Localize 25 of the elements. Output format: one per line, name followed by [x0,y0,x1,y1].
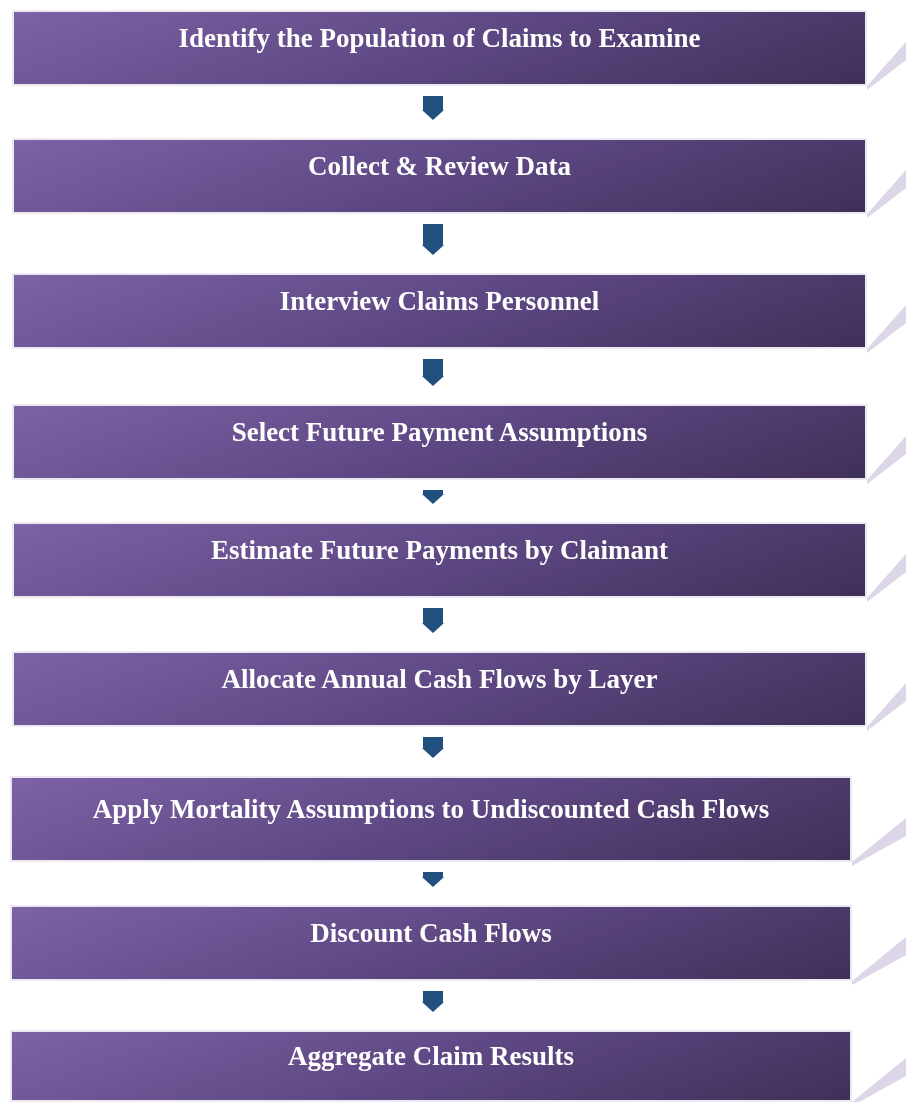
block-arrow [422,737,444,759]
block-arrow [422,359,444,387]
process-box [10,1030,852,1102]
step-text: Select Future Payment Assumptions [231,417,648,449]
step-text: Discount Cash Flows [310,918,552,950]
process-box [10,776,852,862]
process-box [12,273,867,349]
block-arrow [422,96,444,121]
process-box [12,138,867,214]
step-text: Identify the Population of Claims to Examine [178,23,701,55]
process-box [12,522,867,598]
process-box [10,905,852,981]
block-arrow [422,490,444,505]
block-arrow [422,608,444,634]
process-box [12,651,867,727]
block-arrow [422,224,444,256]
step-text: Collect & Review Data [307,151,572,183]
step-text: Interview Claims Personnel [279,286,600,318]
process-box [12,10,867,86]
step-text: Allocate Annual Cash Flows by Layer [221,664,658,696]
step-text: Estimate Future Payments by Claimant [211,535,668,567]
step-text: Apply Mortality Assumptions to Undiscounted Cash Flows [92,794,770,826]
step-text: Aggregate Claim Results [288,1041,574,1073]
block-arrow [422,991,444,1013]
process-box [12,404,867,480]
